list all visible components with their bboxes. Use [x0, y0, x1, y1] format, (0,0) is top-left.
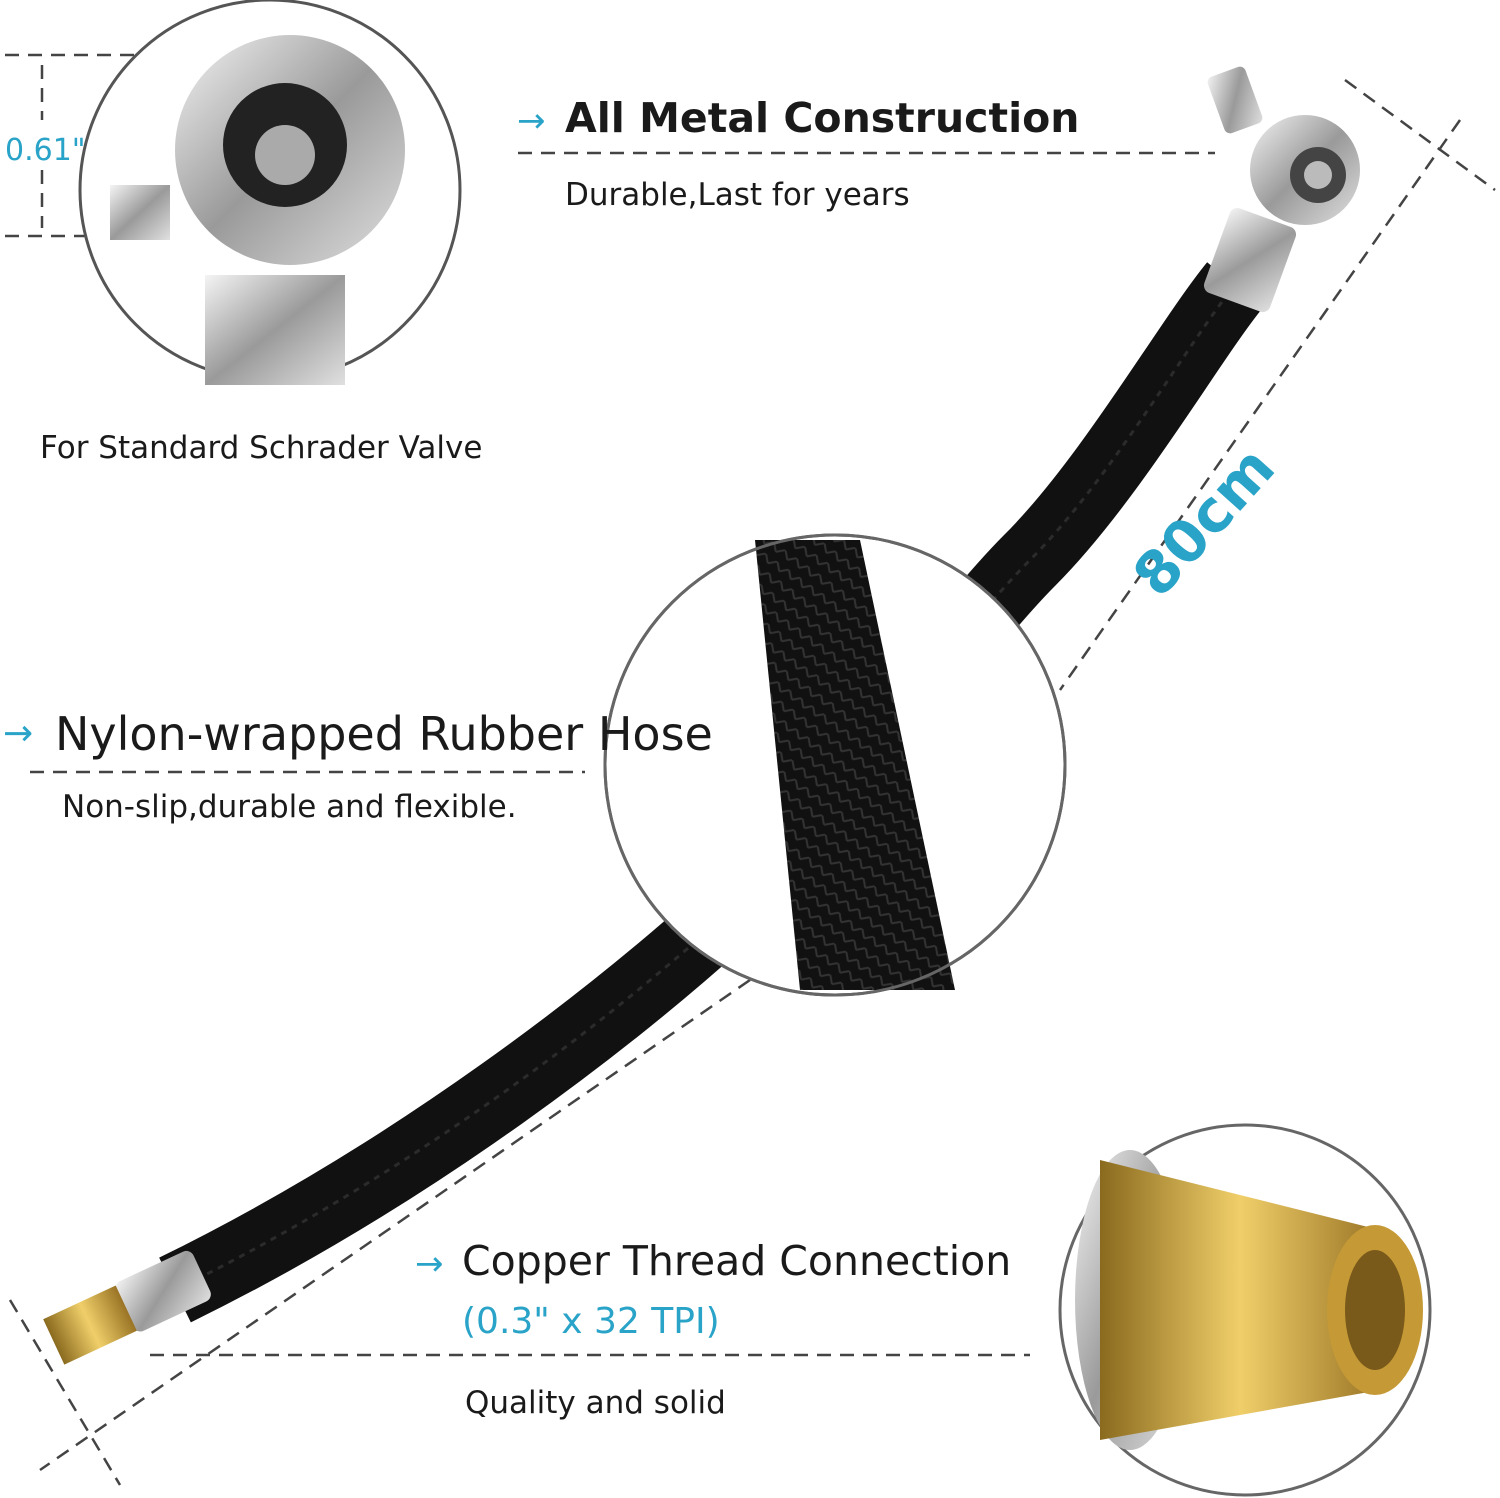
- feature-title-hose: Nylon-wrapped Rubber Hose: [55, 707, 713, 761]
- ferrule-bottom: [115, 1250, 211, 1332]
- feature-subtitle-metal: Durable,Last for years: [565, 177, 910, 213]
- feature-spec-thread: (0.3" x 32 TPI): [462, 1301, 720, 1342]
- feature-title-thread: Copper Thread Connection: [462, 1237, 1011, 1285]
- feature-title-schrader: For Standard Schrader Valve: [40, 430, 482, 466]
- brass-thread-icon: [43, 1285, 137, 1365]
- arrow-right-icon: →: [517, 101, 546, 141]
- detail-circle-thread: [1058, 1123, 1432, 1497]
- ferrule-top: [1203, 207, 1297, 313]
- feature-subtitle-hose: Non-slip,durable and flexible.: [62, 789, 517, 825]
- feature-subtitle-thread: Quality and solid: [465, 1385, 726, 1421]
- detail-circle-coupler: [78, 0, 462, 385]
- arrow-right-icon: →: [415, 1244, 444, 1284]
- feature-title-metal: All Metal Construction: [565, 94, 1079, 142]
- coupler-width-label: 0.61": [5, 133, 86, 168]
- arrow-right-icon: →: [3, 713, 33, 754]
- detail-circle-braid: [603, 533, 1067, 997]
